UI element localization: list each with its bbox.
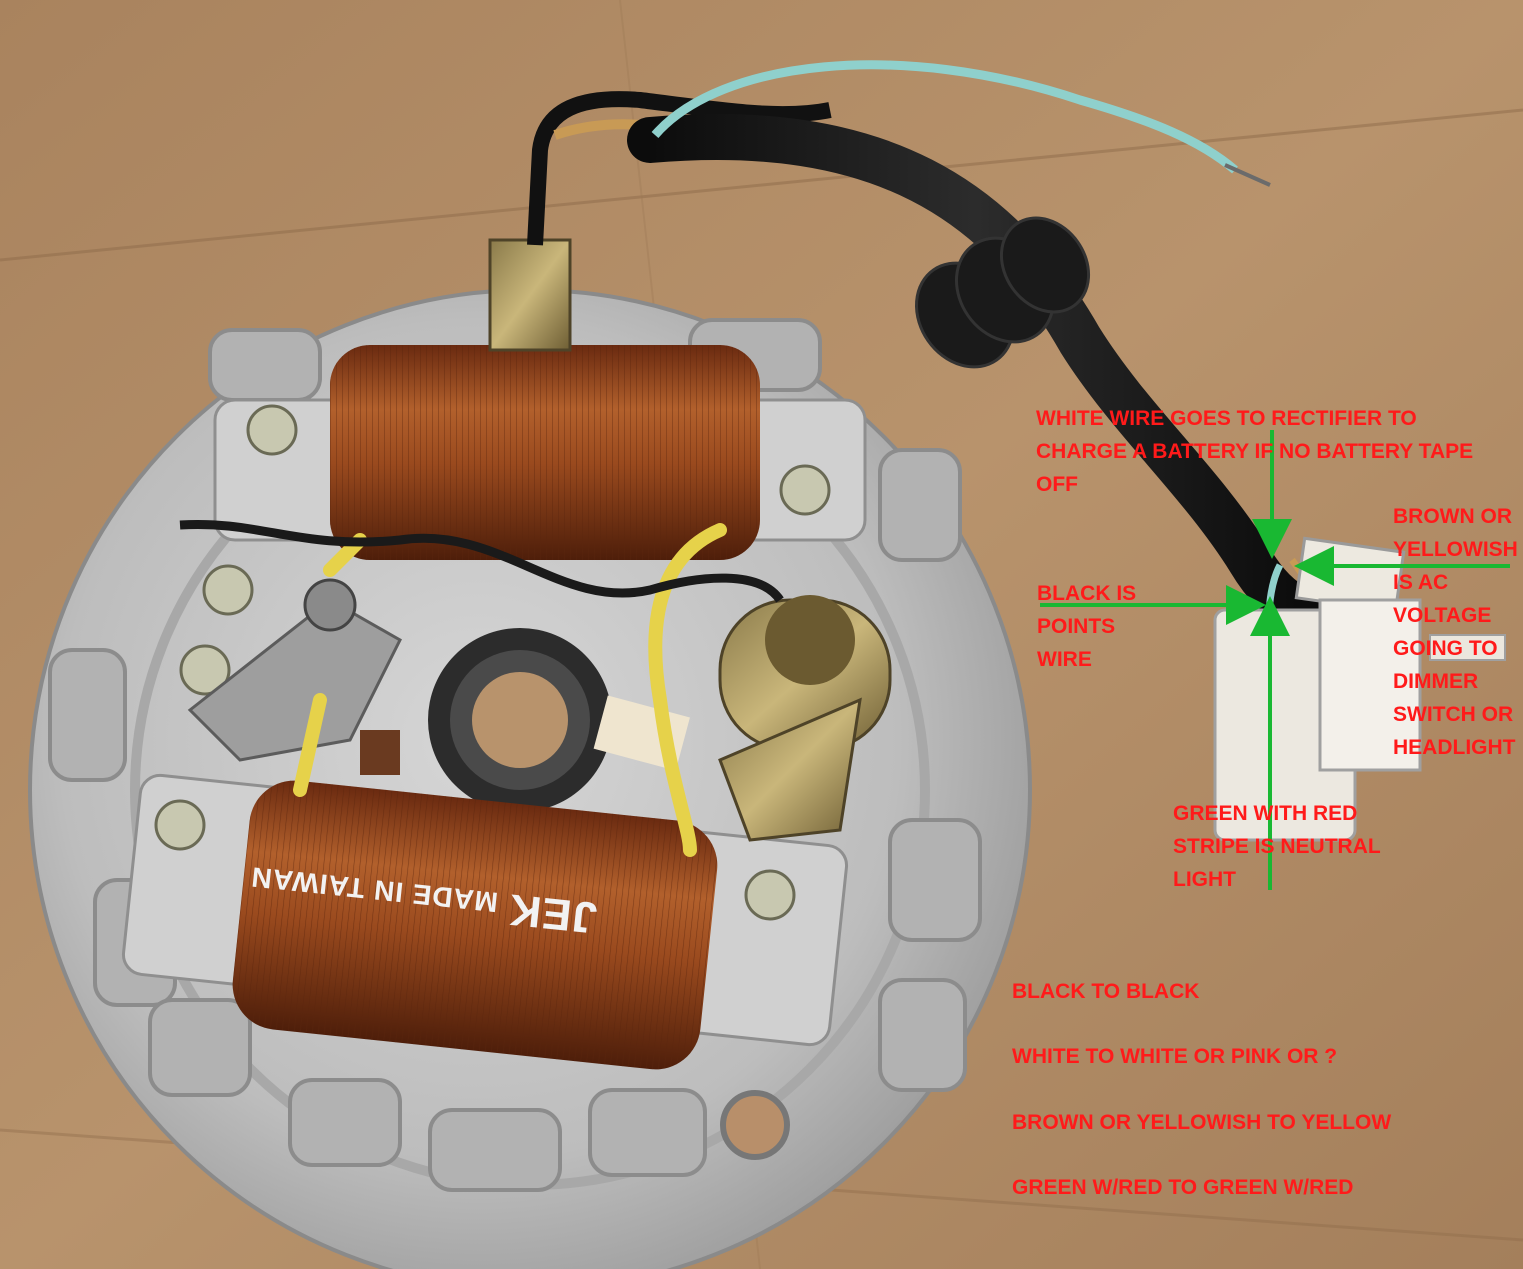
connection-green: GREEN W/RED TO GREEN W/RED [1012, 1176, 1354, 1199]
wire-harness [527, 60, 1323, 633]
black-wire-note: BLACK IS POINTS WIRE [1037, 582, 1137, 671]
connection-brown: BROWN OR YELLOWISH TO YELLOW [1012, 1111, 1392, 1134]
condenser [718, 595, 892, 842]
connection-white: WHITE TO WHITE OR PINK OR ? [1012, 1045, 1338, 1068]
coil-brand-text: JEK [506, 884, 599, 942]
black-points-wire [179, 519, 784, 603]
brown-wire-note: BROWN OR YELLOWISH IS AC VOLTAGE GOING T… [1393, 505, 1518, 759]
white-wire-note: WHITE WIRE GOES TO RECTIFIER TO CHARGE A… [1036, 407, 1474, 496]
lighting-coil-top [213, 345, 867, 560]
connection-black: BLACK TO BLACK [1012, 980, 1200, 1003]
annotation-arrows [1040, 430, 1510, 890]
contact-points [187, 578, 402, 775]
cable-bracket [488, 238, 572, 352]
green-wire-note: GREEN WITH RED STRIPE IS NEUTRAL LIGHT [1173, 802, 1381, 891]
ignition-coil-bottom: JEK MADE IN TAIWAN [121, 773, 849, 1070]
